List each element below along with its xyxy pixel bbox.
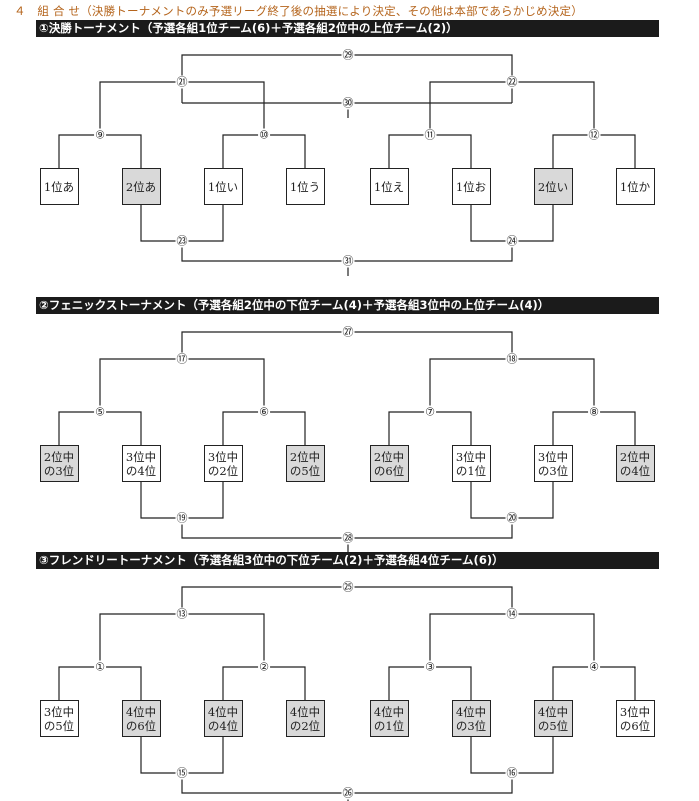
team-box: 2位中 の6位 <box>369 445 409 482</box>
team-label: 2位あ <box>125 179 157 194</box>
match-number-semi: ⑬ <box>175 607 189 621</box>
team-label: 1位う <box>289 179 321 194</box>
section-header: ①決勝トーナメント（予選各組1位チーム(6)＋予選各組2位中の上位チーム(2)） <box>36 20 659 37</box>
team-label: 4位中 の1位 <box>373 704 405 733</box>
match-number-quarter: ⑪ <box>423 128 437 142</box>
match-number-semi: ⑱ <box>505 352 519 366</box>
team-label: 2位中 の3位 <box>43 449 75 478</box>
team-label: 2位い <box>537 179 569 194</box>
team-label: 3位中 の5位 <box>43 704 75 733</box>
team-box: 1位う <box>285 168 325 205</box>
team-label: 2位中 の6位 <box>373 449 405 478</box>
team-box: 4位中 の1位 <box>369 700 409 737</box>
team-box: 4位中 の6位 <box>121 700 161 737</box>
team-box: 4位中 の4位 <box>203 700 243 737</box>
match-number-quarter: ② <box>258 660 270 674</box>
team-box: 2位中 の3位 <box>39 445 79 482</box>
team-label: 3位中 の4位 <box>125 449 157 478</box>
team-label: 2位中 の4位 <box>619 449 651 478</box>
match-number-semi: ㉑ <box>175 75 189 89</box>
section-header: ③フレンドリートーナメント（予選各組3位中の下位チーム(2)＋予選各組4位チーム… <box>36 552 659 569</box>
page-title: ４ 組 合 せ（決勝トーナメントのみ予選リーグ終了後の抽選により決定、その他は本… <box>14 4 583 18</box>
team-box: 4位中 の2位 <box>285 700 325 737</box>
section-header: ②フェニックストーナメント（予選各組2位中の下位チーム(4)＋予選各組3位中の上… <box>36 297 659 314</box>
match-number-consolation: ⑳ <box>505 511 519 525</box>
match-number-quarter: ⑧ <box>588 405 600 419</box>
match-number-consolation: ⑮ <box>175 766 189 780</box>
match-number-final: ㉗ <box>341 325 355 339</box>
match-number-consolation-final: ㉘ <box>341 531 355 545</box>
team-label: 4位中 の4位 <box>207 704 239 733</box>
team-box: 2位い <box>533 168 573 205</box>
match-number-consolation: ㉔ <box>505 234 519 248</box>
team-box: 4位中 の5位 <box>533 700 573 737</box>
match-number-quarter: ⑫ <box>587 128 601 142</box>
team-label: 4位中 の3位 <box>455 704 487 733</box>
team-box: 3位中 の4位 <box>121 445 161 482</box>
match-number-consolation: ㉓ <box>175 234 189 248</box>
match-number-quarter: ⑤ <box>94 405 106 419</box>
team-label: 3位中 の6位 <box>619 704 651 733</box>
match-number-consolation: ⑲ <box>175 511 189 525</box>
match-number-quarter: ① <box>94 660 106 674</box>
team-box: 3位中 の3位 <box>533 445 573 482</box>
team-box: 3位中 の6位 <box>615 700 655 737</box>
team-box: 2位中 の5位 <box>285 445 325 482</box>
match-number-quarter: ⑥ <box>258 405 270 419</box>
match-number-consolation-final: ㉛ <box>341 254 355 268</box>
match-number-quarter: ⑦ <box>424 405 436 419</box>
team-label: 4位中 の5位 <box>537 704 569 733</box>
team-label: 3位中 の3位 <box>537 449 569 478</box>
team-label: 1位あ <box>43 179 75 194</box>
team-label: 3位中 の2位 <box>207 449 239 478</box>
match-number-quarter: ⑨ <box>94 128 106 142</box>
team-box: 4位中 の3位 <box>451 700 491 737</box>
team-label: 1位え <box>373 179 405 194</box>
match-number-final: ㉕ <box>341 580 355 594</box>
match-number-quarter: ③ <box>424 660 436 674</box>
match-number-final: ㉙ <box>341 48 355 62</box>
team-label: 1位か <box>619 179 651 194</box>
team-box: 1位お <box>451 168 491 205</box>
team-label: 3位中 の1位 <box>455 449 487 478</box>
team-label: 4位中 の2位 <box>289 704 321 733</box>
team-box: 1位え <box>369 168 409 205</box>
team-label: 2位中 の5位 <box>289 449 321 478</box>
team-box: 3位中 の1位 <box>451 445 491 482</box>
team-label: 1位い <box>207 179 239 194</box>
team-box: 3位中 の2位 <box>203 445 243 482</box>
match-number-consolation-final: ㉖ <box>341 786 355 800</box>
semi-connector <box>99 613 265 667</box>
team-box: 1位い <box>203 168 243 205</box>
team-box: 1位あ <box>39 168 79 205</box>
team-label: 4位中 の6位 <box>125 704 157 733</box>
team-box: 2位あ <box>121 168 161 205</box>
team-box: 3位中 の5位 <box>39 700 79 737</box>
team-box: 1位か <box>615 168 655 205</box>
match-number-semi: ⑰ <box>175 352 189 366</box>
team-box: 2位中 の4位 <box>615 445 655 482</box>
match-number-quarter: ④ <box>588 660 600 674</box>
match-number-quarter: ⑩ <box>258 128 270 142</box>
team-label: 1位お <box>455 179 487 194</box>
match-number-consolation: ⑯ <box>505 766 519 780</box>
match-number-semi: ⑭ <box>505 607 519 621</box>
semi-connector <box>429 613 595 667</box>
match-number-third-place: ㉚ <box>341 96 355 110</box>
match-number-semi: ㉒ <box>505 75 519 89</box>
